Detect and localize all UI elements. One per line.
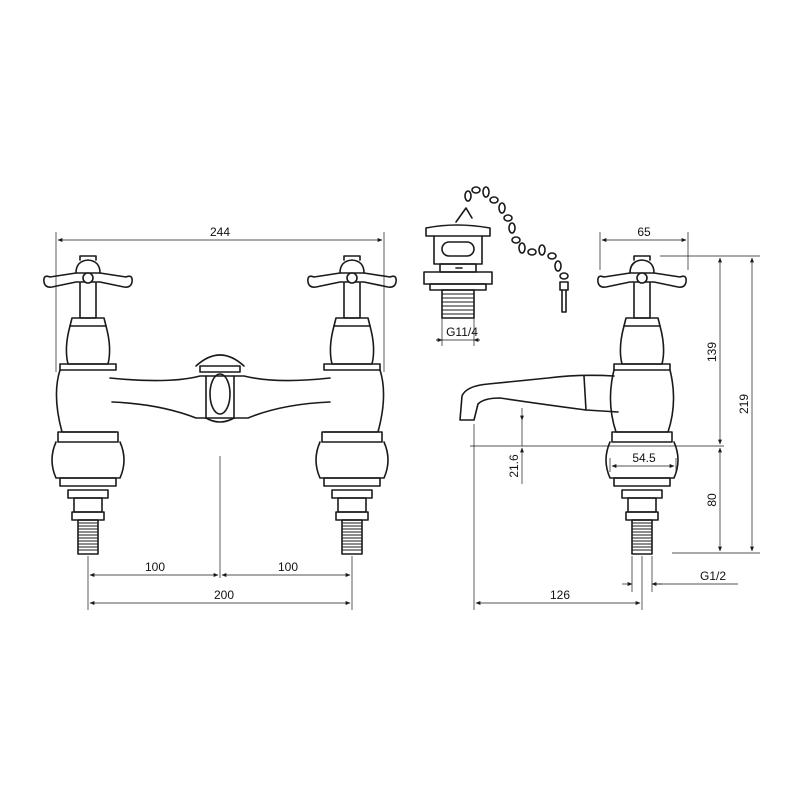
dim-65-label: 65: [637, 225, 651, 239]
dimension-overall-width: 244: [55, 225, 385, 372]
dim-21-6-label: 21.6: [507, 454, 521, 478]
bridge-mixer-front-view: 244 100 100 200: [43, 225, 397, 610]
dimension-tail-thread: G1/2: [622, 556, 738, 592]
left-tail-thread: [67, 489, 109, 555]
dim-80-label: 80: [705, 493, 719, 507]
dim-g1-2-label: G1/2: [700, 569, 726, 583]
dimension-body-diameter: 54.5: [609, 451, 677, 472]
left-valve-body: [51, 282, 125, 487]
dimension-total-height: 219: [737, 257, 754, 552]
pop-up-waste-with-chain: G11/4: [423, 186, 569, 346]
dimension-lower-height: 80: [705, 447, 722, 552]
side-crosshead-handle: [597, 255, 687, 288]
bridge-arm: [109, 354, 331, 423]
dim-139-label: 139: [705, 342, 719, 362]
dimension-upper-height: 139: [705, 257, 722, 445]
dimension-spout-projection: 126: [473, 424, 643, 610]
dim-200-label: 200: [214, 588, 234, 602]
side-tail-thread: [621, 489, 663, 555]
dimension-centres: 100 100 200: [87, 456, 353, 610]
side-spout: [459, 374, 619, 421]
chain: [455, 186, 569, 280]
left-crosshead-handle: [43, 255, 133, 288]
dimension-handle-width: 65: [599, 225, 689, 270]
dim-126-label: 126: [550, 588, 570, 602]
right-crosshead-handle: [307, 255, 397, 288]
dim-54-5-label: 54.5: [632, 451, 656, 465]
dim-219-label: 219: [737, 394, 751, 414]
dim-waste-thread-label: G11/4: [446, 325, 478, 339]
dim-100-right-label: 100: [278, 560, 298, 574]
dimension-spout-clearance: 21.6: [507, 408, 524, 484]
right-valve-body: [315, 282, 389, 487]
side-valve-body: [605, 282, 679, 487]
dim-244-label: 244: [210, 225, 230, 239]
basin-tap-side-view: 65 139 80 219 21.6: [459, 225, 760, 610]
dim-100-left-label: 100: [145, 560, 165, 574]
right-tail-thread: [331, 489, 373, 555]
